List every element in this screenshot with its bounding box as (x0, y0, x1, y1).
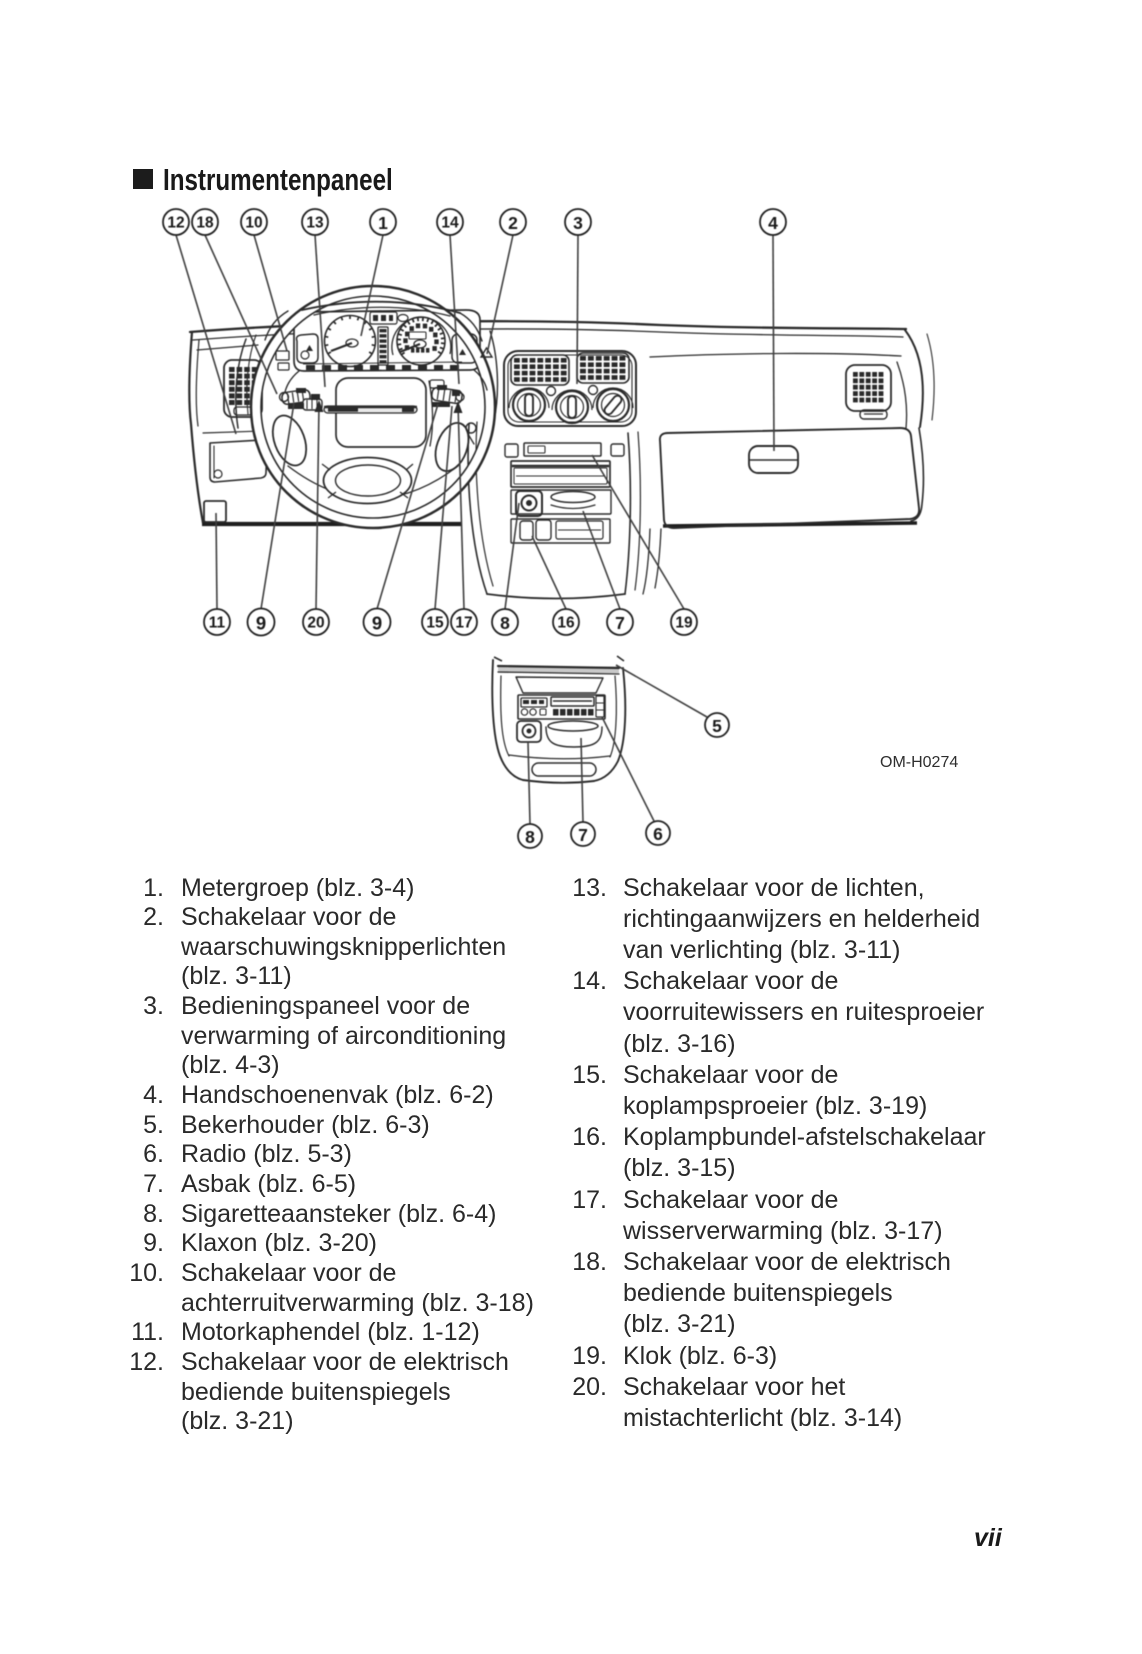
svg-text:14: 14 (441, 215, 459, 232)
svg-text:12: 12 (167, 215, 184, 232)
svg-text:2: 2 (508, 213, 518, 233)
svg-text:6: 6 (653, 824, 663, 844)
svg-text:11: 11 (209, 615, 226, 632)
svg-text:5: 5 (712, 716, 722, 736)
svg-text:8: 8 (525, 827, 535, 847)
svg-text:19: 19 (675, 615, 693, 632)
svg-text:10: 10 (245, 215, 262, 232)
svg-text:13: 13 (306, 215, 324, 232)
svg-text:17: 17 (455, 615, 472, 632)
svg-text:4: 4 (768, 213, 778, 233)
svg-text:8: 8 (500, 613, 510, 633)
svg-text:9: 9 (372, 613, 382, 634)
svg-text:7: 7 (615, 613, 625, 633)
svg-text:16: 16 (557, 615, 575, 632)
svg-text:15: 15 (426, 615, 444, 632)
svg-text:7: 7 (578, 825, 588, 845)
svg-text:18: 18 (196, 215, 214, 232)
svg-text:1: 1 (378, 213, 388, 233)
svg-text:3: 3 (573, 213, 583, 233)
svg-text:9: 9 (256, 613, 266, 634)
svg-text:20: 20 (307, 615, 324, 632)
